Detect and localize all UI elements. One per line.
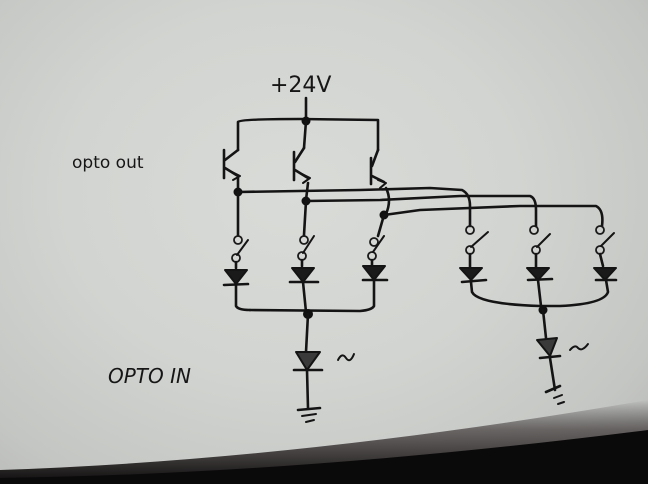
switch-diode-4 [459,225,542,308]
opto-in-label: OPTO IN [108,364,191,388]
opto-in-led-1 [292,309,355,410]
light-emission-icon-2 [569,343,589,351]
switch-diode-6 [539,225,618,308]
output-buses [233,176,604,238]
switch-diode-1 [222,235,252,312]
transistor-3 [369,148,387,189]
switch-diode-3 [248,235,389,313]
ground-2 [544,384,565,405]
supply-voltage-label: +24V [270,73,331,98]
ground-1 [296,406,322,423]
transistor-2 [292,146,311,184]
supply-rail [236,96,380,152]
switch-diode-2 [288,235,320,314]
opto-out-label: opto out [72,153,144,173]
switch-diode-5 [526,225,554,308]
opto-in-led-2 [536,305,589,392]
light-emission-icon [337,353,355,362]
transistor-1 [222,148,241,181]
